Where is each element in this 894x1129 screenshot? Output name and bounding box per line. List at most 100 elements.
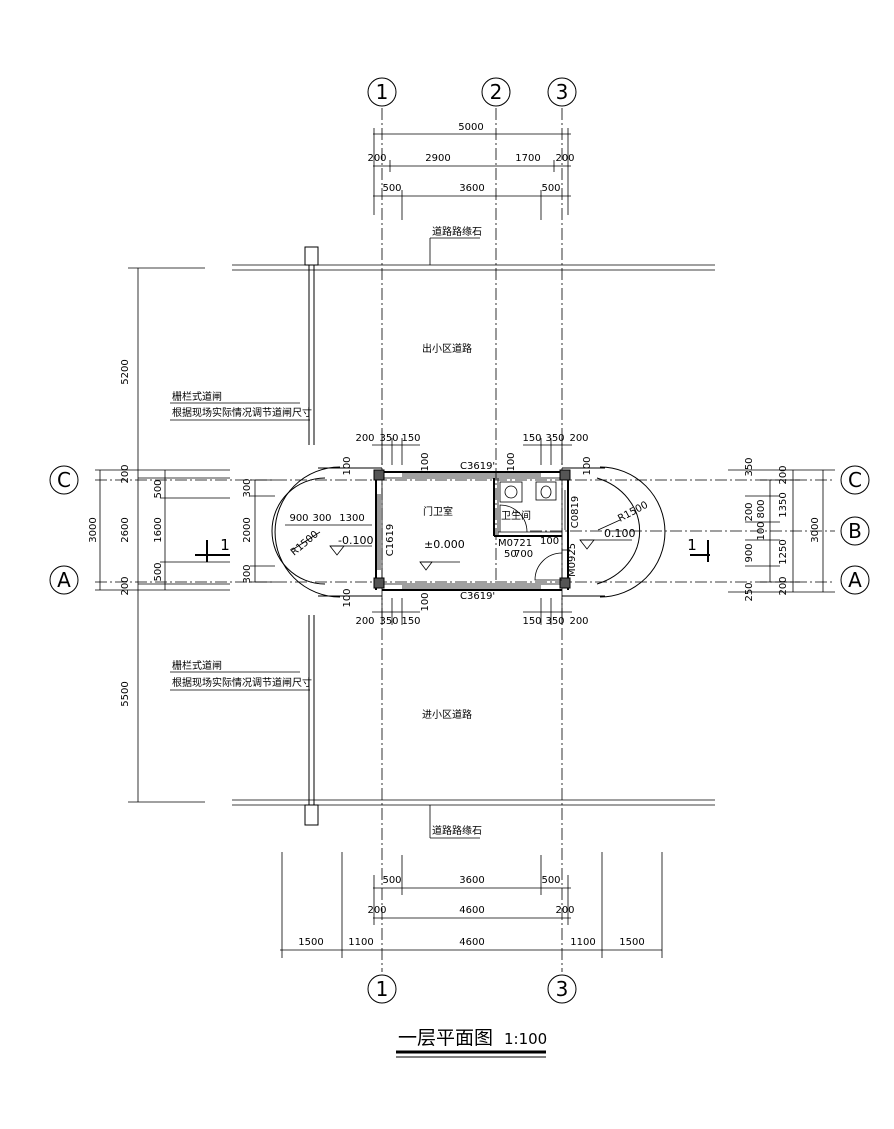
top-dimensions: 5000 200 2900 1700 200 500 3600 500 [367,122,575,220]
grid-bubble-1-top: 1 [376,80,389,104]
title-scale: 1:100 [504,1030,547,1048]
dim-w-100-f: 100 [420,592,431,611]
door-m0721: M0721 [498,538,532,549]
grid-bubble-c-right: C [848,468,862,492]
building-dimensions-top: 200 350 150 150 350 200 100 100 100 100 [342,433,593,476]
note-gate-bottom: 栅栏式道闸 [172,659,222,672]
grid-bubbles: 1 2 3 1 3 C A C B A [49,77,870,1004]
grid-bubble-3-top: 3 [556,80,569,104]
dim-d-200-left: 200 [355,616,374,627]
dim-top-1700: 1700 [515,153,540,164]
dim-left-1600: 1600 [153,517,164,542]
dim-right-1250: 1250 [778,539,789,564]
dim-u-150-left: 150 [401,433,420,444]
dim-w-2000: 2000 [242,517,253,542]
dim-u-200-left: 200 [355,433,374,444]
room-guard: 门卫室 [423,505,453,518]
grid-bubble-b-right: B [848,519,862,543]
dim-right-800: 800 [756,499,767,518]
radius-right: R1500 [616,500,650,525]
dim-door-50: 50 [504,549,517,560]
dim-d-150-right: 150 [522,616,541,627]
grid-bubble-a-left: A [57,568,71,592]
dim-left-500-top: 500 [153,479,164,498]
dim-bottom-200-left: 200 [367,905,386,916]
dim-bottom-200-right: 200 [555,905,574,916]
grid-bubble-2-top: 2 [490,80,503,104]
dim-top-3600: 3600 [459,183,484,194]
drawing-title: 一层平面图 1:100 [396,1027,547,1058]
grid-bubble-3-bottom: 3 [556,977,569,1001]
dim-w-100-a: 100 [342,456,353,475]
dim-d-350-left: 350 [379,616,398,627]
dim-bottom-1500-left: 1500 [298,937,323,948]
dim-left-2600: 2600 [120,517,131,542]
building-dimensions-left: 300 2000 300 900 300 1300 [242,478,372,584]
dim-w-100-d: 100 [582,456,593,475]
dim-right-350: 350 [744,457,755,476]
label-curb-bottom: 道路路缘石 [432,824,482,837]
dim-w-900: 900 [289,513,308,524]
note-adjust-bottom: 根据现场实际情况调节道闸尺寸 [172,676,312,689]
dim-w-100-c: 100 [506,452,517,471]
dim-right-200-mid: 200 [744,502,755,521]
dim-u-350-left: 350 [379,433,398,444]
dim-d-350-right: 350 [545,616,564,627]
dim-d-150-left: 150 [401,616,420,627]
label-curb-top: 道路路缘石 [432,225,482,238]
dim-left-200-top: 200 [120,464,131,483]
dim-right-900: 900 [744,543,755,562]
dim-right-200-bottom: 200 [778,576,789,595]
label-enter-road: 进小区道路 [422,708,472,721]
building-labels: 门卫室 卫生间 ±0.000 -0.100 0.100 R1500 R1500 … [289,461,650,602]
dim-right-1350: 1350 [778,492,789,517]
dim-top-500-right: 500 [541,183,560,194]
left-dimensions: 5200 5500 3000 2600 200 200 500 1600 500 [88,267,230,803]
window-c0819: C0819 [570,496,581,528]
dim-top-200-left: 200 [367,153,386,164]
guardhouse-building [271,466,666,598]
dim-left-200-bottom: 200 [120,576,131,595]
dim-u-150-right: 150 [522,433,541,444]
window-c1619: C1619 [385,524,396,556]
bottom-dimensions: 500 3600 500 200 4600 200 1500 1100 4600… [280,852,663,958]
room-toilet: 卫生间 [501,509,531,522]
window-c3619-bottom: C3619' [460,591,495,602]
window-c3619-top: C3619' [460,461,495,472]
door-m0925: M0925 [567,543,578,577]
dim-right-3000: 3000 [810,517,821,542]
radius-left: R1500 [289,529,321,558]
elevation-left: -0.100 [338,534,373,547]
dim-bottom-500-right: 500 [541,875,560,886]
dim-bottom-1500-right: 1500 [619,937,644,948]
elevation-floor: ±0.000 [424,538,465,551]
section-mark-right: 1 [687,536,697,554]
dim-w-300: 300 [312,513,331,524]
road-curbs: 道路路缘石 道路路缘石 出小区道路 进小区道路 [232,225,715,839]
dim-left-3000: 3000 [88,517,99,542]
dim-w-100-b: 100 [420,452,431,471]
dim-bottom-500-left: 500 [382,875,401,886]
dim-u-350-right: 350 [545,433,564,444]
dim-left-5500: 5500 [120,681,131,706]
grid-bubble-1-bottom: 1 [376,977,389,1001]
note-gate-top: 栅栏式道闸 [172,390,222,403]
dim-left-5200: 5200 [120,359,131,384]
dim-right-200-top: 200 [778,465,789,484]
grid-bubble-a-right: A [848,568,862,592]
dim-w-300-top: 300 [242,478,253,497]
dim-bottom-1100-right: 1100 [570,937,595,948]
dim-bottom-4600: 4600 [459,905,484,916]
dim-w-300-bottom: 300 [242,564,253,583]
dim-d-200-right: 200 [569,616,588,627]
dim-top-2900: 2900 [425,153,450,164]
dim-w-100-e: 100 [342,588,353,607]
dim-door-100: 100 [540,536,559,547]
dim-right-100: 100 [756,521,767,540]
dim-top-5000: 5000 [458,122,483,133]
right-dimensions: 3000 350 200 1350 800 200 100 900 1250 2… [728,457,835,602]
gate-barriers: 栅栏式道闸 根据现场实际情况调节道闸尺寸 栅栏式道闸 根据现场实际情况调节道闸尺… [170,246,319,826]
dim-bottom-3600: 3600 [459,875,484,886]
dim-right-250: 250 [744,582,755,601]
dim-u-200-right: 200 [569,433,588,444]
